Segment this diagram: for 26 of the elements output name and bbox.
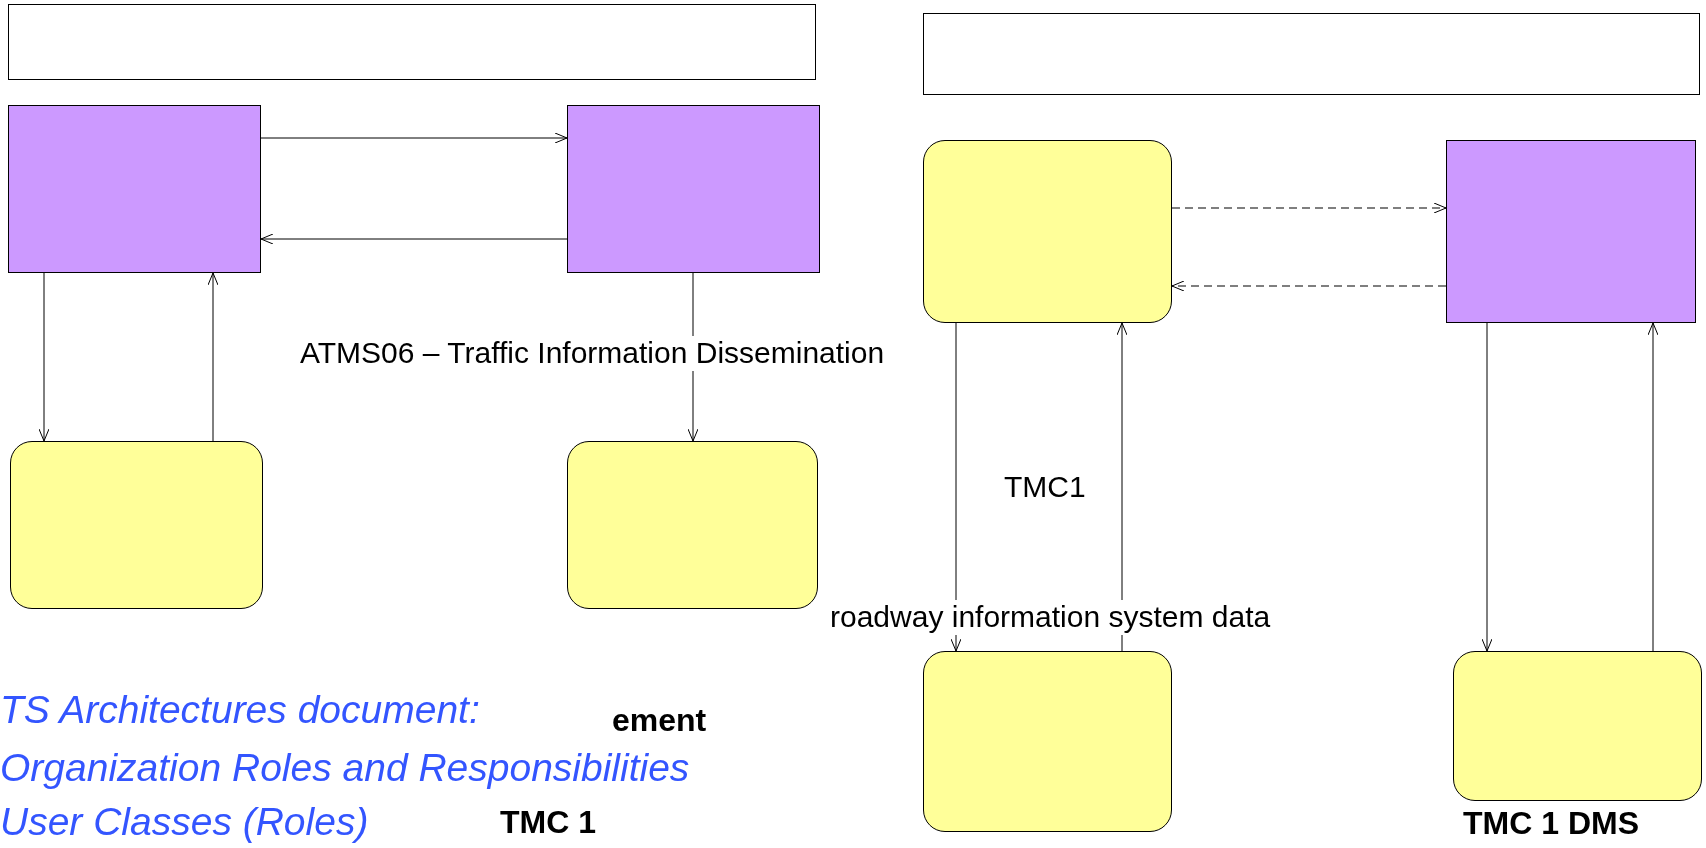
- rounded-box: [1453, 651, 1702, 801]
- arrow: [1171, 202, 1447, 214]
- arrow: [207, 272, 219, 442]
- rectangle-box: [923, 13, 1700, 95]
- note-text: Organization Roles and Responsibilities: [0, 746, 690, 791]
- note-text: TS Architectures document:: [0, 688, 480, 733]
- rectangle-box: [567, 105, 820, 273]
- rounded-box: [923, 651, 1172, 832]
- arrow: [950, 322, 962, 652]
- arrow: [1481, 322, 1493, 652]
- text-label: ATMS06 – Traffic Information Dissemination: [300, 336, 885, 371]
- arrow: [1647, 322, 1659, 652]
- rounded-box: [567, 441, 818, 609]
- rectangle-box: [1446, 140, 1696, 323]
- rounded-box: [923, 140, 1172, 323]
- rectangle-box: [8, 105, 261, 273]
- rounded-box: [10, 441, 263, 609]
- arrow: [1116, 322, 1128, 652]
- arrow: [38, 272, 50, 442]
- arrow: [1171, 280, 1447, 292]
- note-text: User Classes (Roles): [0, 800, 369, 845]
- rectangle-box: [8, 4, 816, 80]
- arrow: [260, 233, 568, 245]
- text-label: roadway information system data: [830, 600, 1271, 635]
- node-caption: TMC 1 DMS: [1463, 805, 1639, 842]
- arrow: [260, 132, 568, 144]
